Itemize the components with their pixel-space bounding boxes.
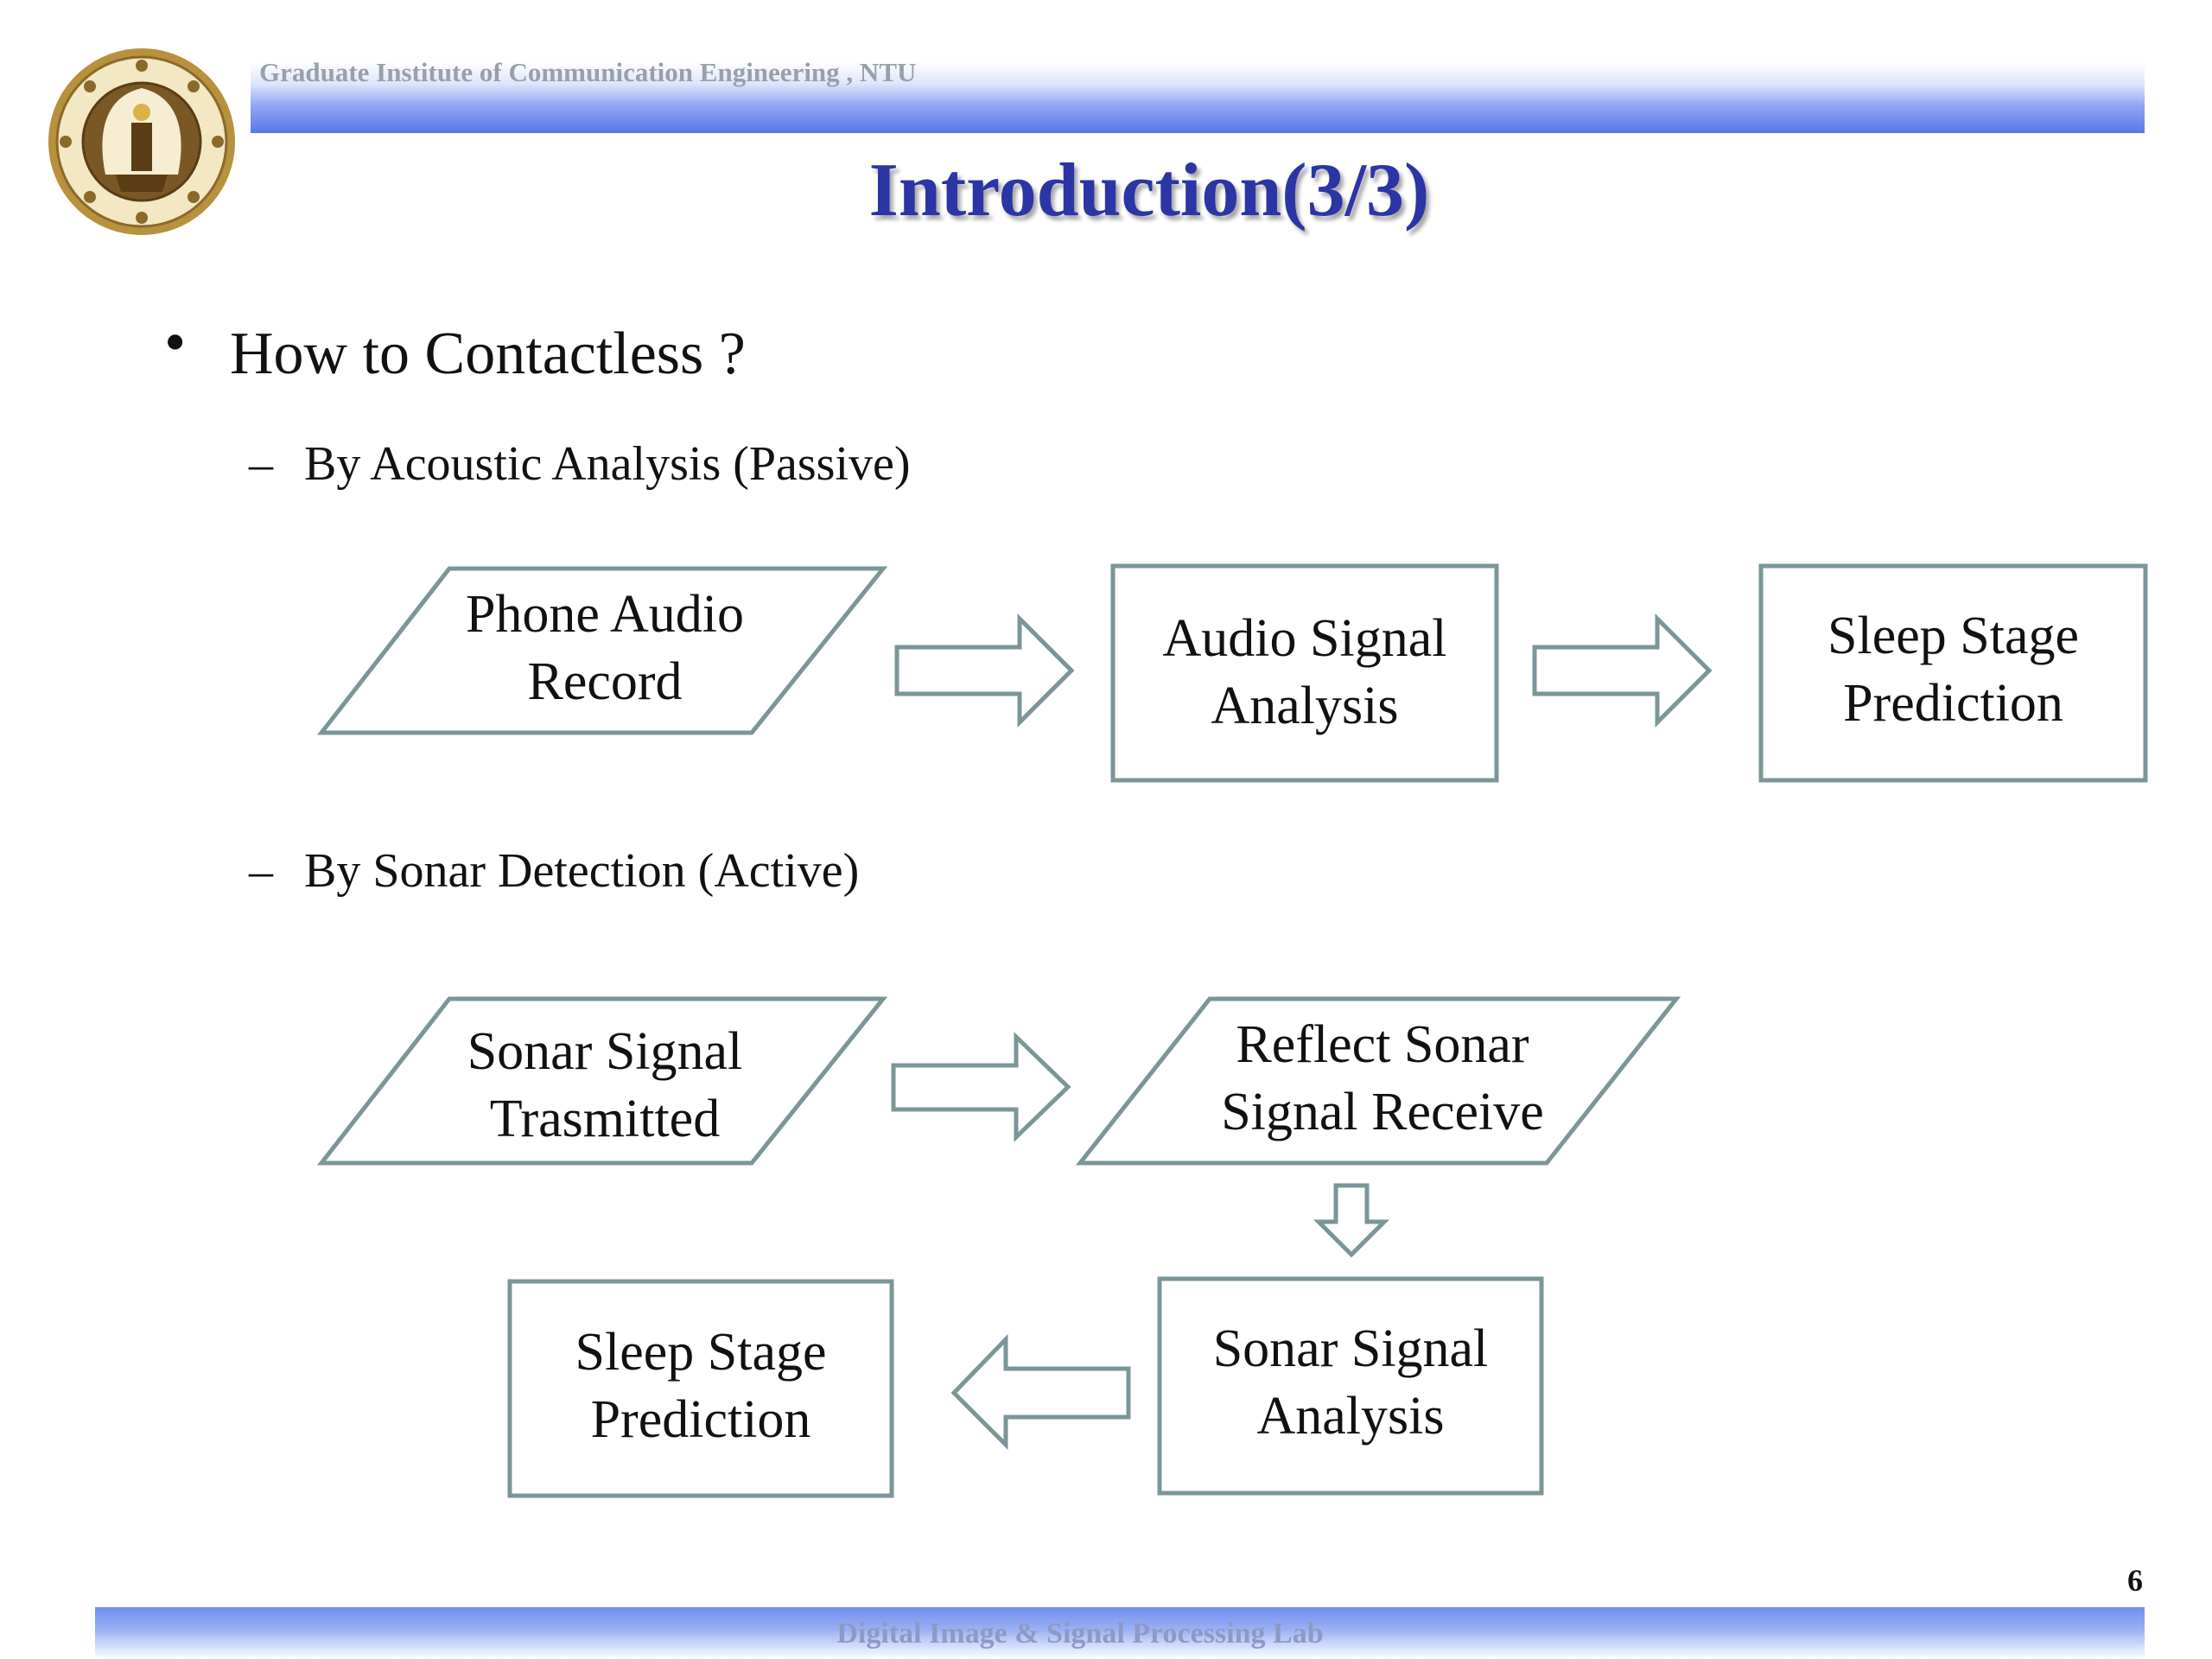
label-sleep-stage-prediction-1: Sleep Stage Prediction — [1827, 607, 2079, 733]
bullet-marker: • — [164, 308, 187, 377]
section-dash-passive: – — [249, 437, 273, 491]
bullet-text: How to Contactless ? — [230, 321, 746, 387]
arrow-right-1 — [894, 613, 1075, 728]
node-phone-audio-record — [316, 566, 888, 735]
page-number: 6 — [2127, 1563, 2143, 1598]
node-sleep-stage-prediction-1 — [1758, 563, 2148, 783]
arrow-right-3 — [891, 1032, 1071, 1142]
label-reflect-sonar-signal-receive: Reflect Sonar Signal Receive — [1221, 1015, 1544, 1141]
label-sleep-stage-prediction-2: Sleep Stage Prediction — [575, 1323, 827, 1449]
section-heading-passive: By Acoustic Analysis (Passive) — [304, 437, 911, 491]
footer-bar — [95, 1607, 2145, 1659]
node-sonar-signal-analysis — [1157, 1276, 1544, 1496]
ntu-seal-icon — [48, 48, 235, 235]
header-bar — [251, 62, 2145, 133]
label-sonar-signal-analysis: Sonar Signal Analysis — [1212, 1319, 1489, 1446]
node-reflect-sonar-signal-receive — [1075, 996, 1681, 1166]
footer-lab-name: Digital Image & Signal Processing Lab — [836, 1618, 1324, 1649]
arrow-left-1 — [950, 1333, 1131, 1451]
node-sonar-signal-trasmitted — [316, 996, 888, 1166]
section-dash-active: – — [249, 844, 273, 898]
node-sleep-stage-prediction-2 — [507, 1279, 894, 1498]
label-audio-signal-analysis: Audio Signal Analysis — [1162, 609, 1447, 735]
arrow-right-2 — [1532, 613, 1713, 728]
label-phone-audio-record: Phone Audio Record — [465, 585, 745, 711]
section-heading-active: By Sonar Detection (Active) — [304, 844, 860, 898]
institute-name: Graduate Institute of Communication Engi… — [259, 57, 917, 87]
node-audio-signal-analysis — [1110, 563, 1499, 783]
label-sonar-signal-trasmitted: Sonar Signal Trasmitted — [467, 1022, 743, 1148]
slide-title: Introduction(3/3) — [868, 149, 1430, 232]
arrow-down-1 — [1313, 1183, 1390, 1258]
